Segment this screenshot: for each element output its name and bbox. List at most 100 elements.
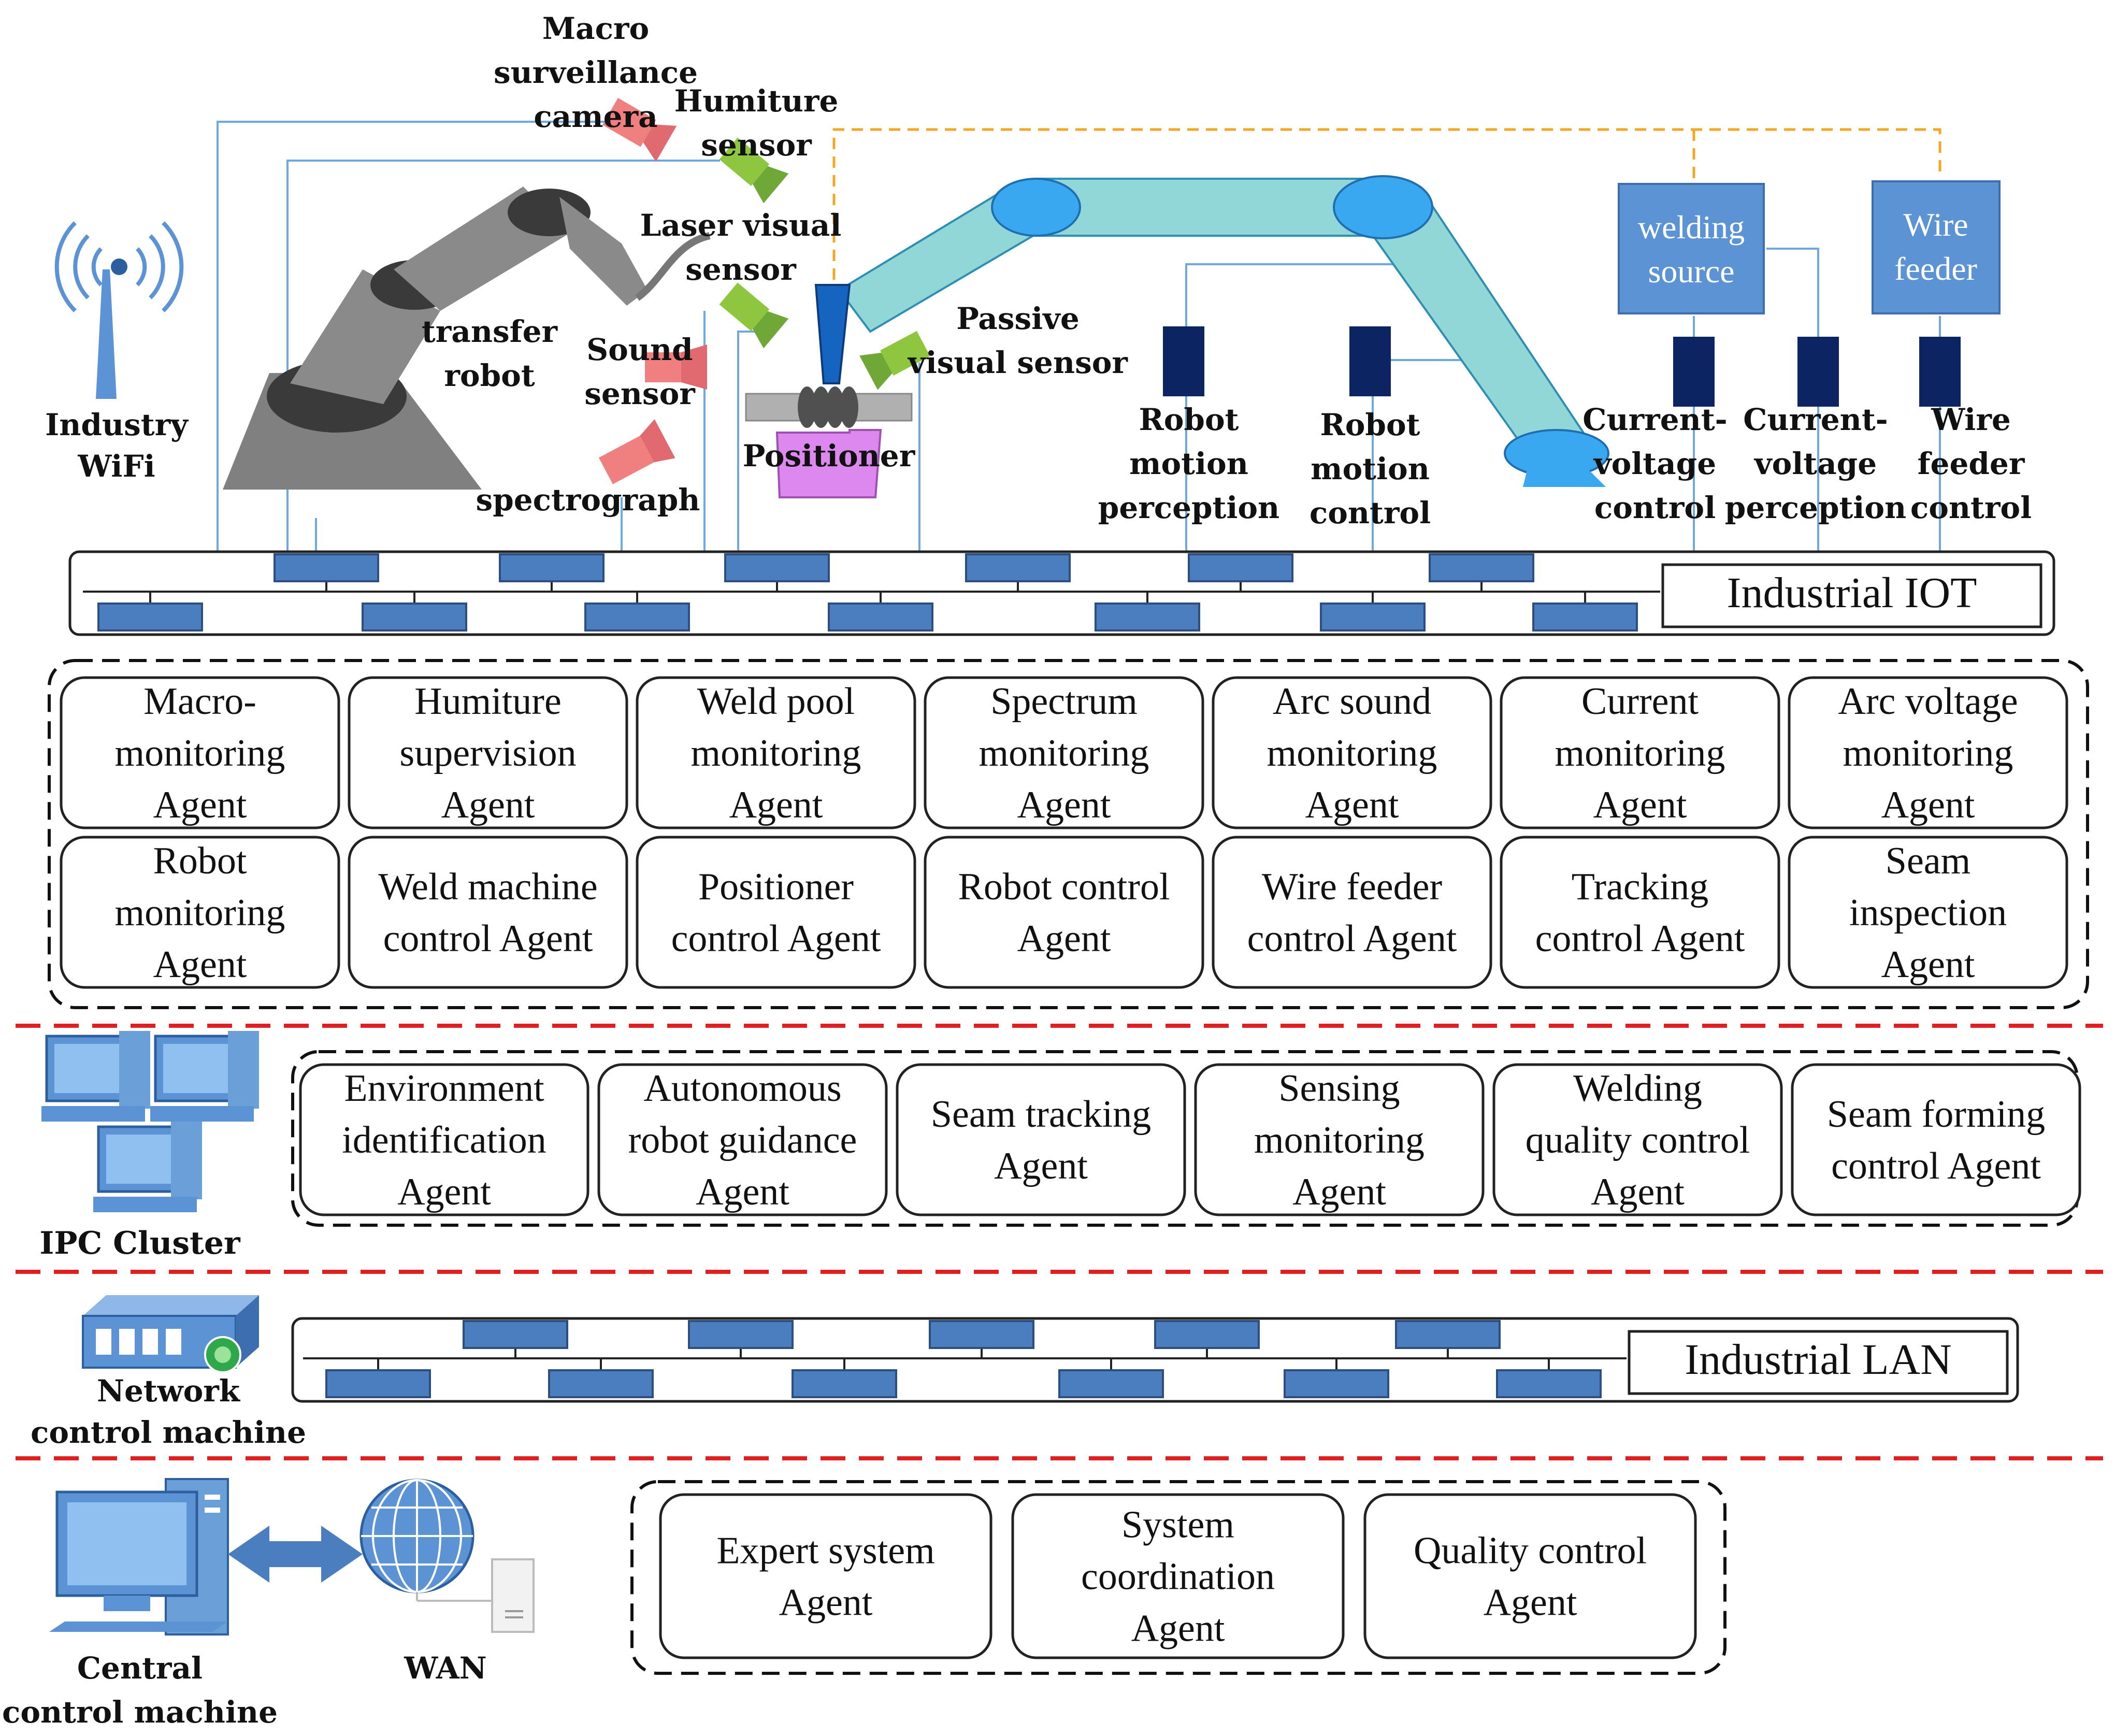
device-agent-box-frame	[1500, 836, 1780, 989]
device-agent-box-line: Agent	[153, 784, 247, 826]
device-agent-box-line: Agent	[729, 784, 823, 826]
device-agent-box-line: monitoring	[1843, 732, 2013, 774]
ipc-agent-box-line: Sensing	[1278, 1067, 1400, 1110]
current-voltage-perception-device	[1797, 337, 1839, 407]
central-agent-box-line: coordination	[1081, 1556, 1275, 1598]
cvc-label-1: Current-	[1582, 402, 1727, 437]
device-agent-box-frame	[60, 836, 340, 989]
passive-visual-sensor-icon	[859, 331, 930, 390]
ipc-agent-box-frame	[1492, 1063, 1783, 1216]
welding-source-label-1: welding	[1638, 209, 1745, 246]
cvp-label-3: perception	[1725, 490, 1906, 525]
ipc-agent-box-line: Autonomous	[643, 1067, 841, 1110]
ipc-agent-box-frame	[1791, 1063, 2081, 1216]
ipc-agent-box-frame	[597, 1063, 888, 1216]
device-agent-grid: Macro-monitoringAgentHumituresupervision…	[60, 676, 2068, 989]
laser-visual-label-1: Laser visual	[640, 208, 842, 243]
humiture-label-1: Humiture	[674, 83, 839, 119]
transfer-robot	[223, 186, 711, 490]
device-agent-box-frame	[1788, 836, 2068, 989]
wfc-label-2: feeder	[1918, 446, 2025, 481]
ipc-agent-box-line: Agent	[1292, 1171, 1386, 1213]
laser-visual-sensor-icon	[719, 282, 789, 349]
current-voltage-control-device	[1673, 337, 1715, 407]
macro-camera-label-1: Macro	[542, 11, 649, 46]
ipc-agent-box-line: quality control	[1526, 1119, 1750, 1161]
device-agent-box-frame	[636, 676, 916, 829]
ipc-computers-icon	[41, 1031, 259, 1212]
cvp-label-2: voltage	[1753, 446, 1877, 481]
device-agent-box-line: Agent	[153, 943, 247, 986]
positioner-label: Positioner	[743, 438, 916, 474]
ipc-agent-box-line: control Agent	[1831, 1145, 2041, 1187]
device-agent-group	[48, 659, 2089, 1009]
ipc-agent-box-line: monitoring	[1254, 1119, 1425, 1161]
server-tower-icon	[416, 1558, 535, 1633]
device-agent-box-line: Spectrum	[990, 680, 1138, 723]
central-agent-box-line: System	[1121, 1504, 1234, 1546]
globe-icon	[359, 1479, 474, 1594]
industry-wifi-label-1: Industry	[45, 407, 189, 442]
welding-source-label-2: source	[1648, 253, 1734, 290]
device-agent-box-line: monitoring	[1267, 732, 1437, 774]
rmc-label-1: Robot	[1320, 407, 1420, 442]
ipc-cluster-label: IPC Cluster	[39, 1225, 241, 1261]
macro-camera-label-3: camera	[534, 99, 657, 134]
rmc-label-3: control	[1310, 495, 1431, 530]
central-agent-box-line: Expert system	[716, 1530, 934, 1572]
device-agent-box-frame	[1212, 676, 1492, 829]
cvc-label-2: voltage	[1593, 446, 1716, 481]
network-control-label-1: Network	[97, 1373, 241, 1409]
central-agent-box-line: Agent	[779, 1582, 873, 1624]
wire-feeder-box	[1872, 180, 2001, 314]
device-agent-box-frame	[60, 676, 340, 829]
central-agent-box-line: Quality control	[1414, 1530, 1647, 1572]
spectrograph-label: spectrograph	[476, 482, 700, 518]
wire-feeder-label-1: Wire	[1903, 206, 1968, 243]
central-agent-box-frame	[1011, 1493, 1345, 1659]
device-agent-box-line: Positioner	[698, 866, 854, 908]
robot-motion-control-device	[1349, 326, 1391, 396]
ipc-agent-box-line: Agent	[696, 1171, 789, 1213]
central-agent-box-line: Agent	[1131, 1608, 1225, 1650]
ipc-agent-box-frame	[299, 1063, 589, 1216]
central-computer-icon	[49, 1478, 229, 1635]
robot-motion-perception-device	[1163, 326, 1204, 396]
rmp-label-3: perception	[1098, 490, 1279, 525]
device-agent-box-line: Wire feeder	[1262, 866, 1442, 908]
network-server-icon	[82, 1295, 259, 1373]
rmc-label-2: motion	[1311, 451, 1430, 486]
device-agent-box-frame	[1788, 676, 2068, 829]
device-agent-box-frame	[636, 836, 916, 989]
ipc-agent-box-line: Agent	[397, 1171, 491, 1213]
ipc-agent-box-line: Agent	[1591, 1171, 1685, 1213]
device-agent-box-line: monitoring	[115, 732, 285, 774]
wire-feeder-control-device	[1919, 337, 1961, 407]
wifi-antenna-icon	[54, 221, 184, 399]
transfer-robot-label-1: transfer	[422, 314, 558, 349]
device-agent-box-line: Arc voltage	[1838, 680, 2018, 723]
device-agent-box-line: monitoring	[1555, 732, 1725, 774]
device-agent-box-line: control Agent	[383, 917, 593, 960]
sound-sensor-label-2: sensor	[584, 376, 696, 411]
positioner-icon	[745, 386, 913, 498]
cvc-label-3: control	[1594, 490, 1716, 525]
device-agent-box-line: inspection	[1849, 892, 2007, 934]
wire-feeder-label-2: feeder	[1894, 250, 1977, 287]
laser-visual-label-2: sensor	[685, 252, 797, 287]
sound-sensor-label-1: Sound	[586, 332, 693, 367]
device-agent-box-line: monitoring	[115, 892, 285, 934]
wfc-label-1: Wire	[1931, 402, 2011, 437]
